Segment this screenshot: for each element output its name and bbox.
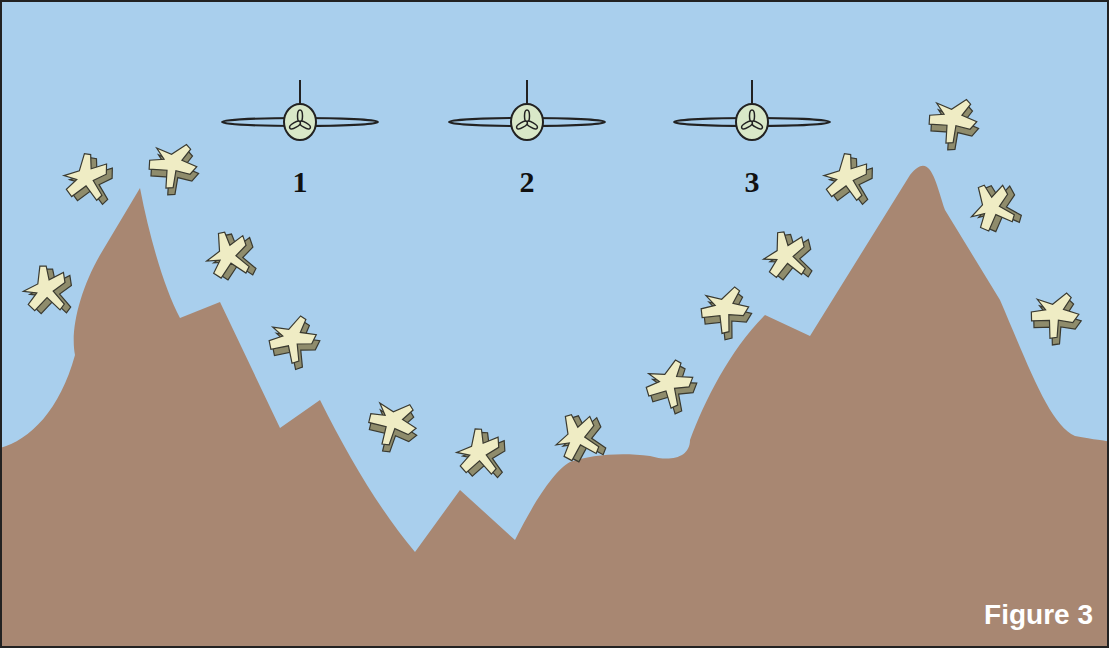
callout-number: 3 — [745, 165, 760, 199]
figure-caption: Figure 3 — [984, 599, 1093, 631]
callout-number: 2 — [520, 165, 535, 199]
callout-number: 1 — [293, 165, 308, 199]
